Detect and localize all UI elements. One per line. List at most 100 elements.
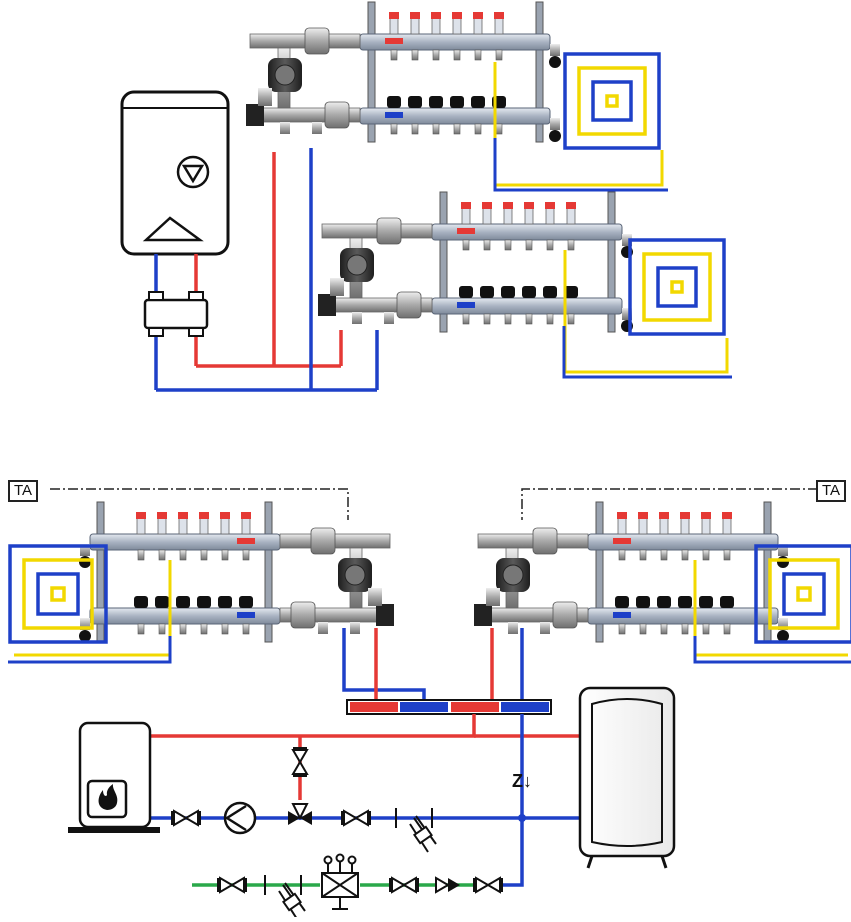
boiler-exchanger-icon: [142, 216, 204, 242]
floor-loop-top-1: [563, 52, 661, 150]
mixing-drain: [332, 897, 348, 910]
floor-loop-bottom-left: [8, 544, 108, 644]
outlet: [660, 623, 668, 635]
outlet: [639, 549, 647, 561]
outlet: [723, 623, 731, 635]
loop-ring: [22, 558, 94, 630]
drain-knob: [549, 130, 561, 142]
outlet: [504, 313, 512, 325]
three-way-valve-icon: [288, 803, 312, 825]
outlet: [462, 239, 470, 251]
solid-fuel-boiler: [68, 721, 160, 833]
loop-connection: [563, 250, 729, 374]
stub: [312, 122, 322, 134]
stub: [384, 312, 394, 324]
pump-circle: [223, 801, 257, 835]
outlet: [660, 549, 668, 561]
stub: [540, 622, 550, 634]
distribution-pipes: [342, 628, 524, 700]
loop-ring: [563, 52, 661, 150]
outlet: [411, 123, 419, 135]
union: [290, 601, 316, 629]
loop-ring: [605, 94, 619, 108]
flow-meter-cap: [220, 512, 230, 519]
actuator-cap: [636, 596, 650, 608]
thermostat-left: TA: [8, 480, 39, 502]
thermostat-right: TA: [816, 480, 847, 502]
pump-rotor: [346, 254, 368, 276]
return-tag: [237, 612, 255, 618]
strainer-cap: [413, 825, 433, 845]
flow-meter-cap: [566, 202, 576, 209]
outlet: [432, 123, 440, 135]
actuator-cap: [615, 596, 629, 608]
outlet: [242, 549, 250, 561]
actuator-cap: [197, 596, 211, 608]
drain: [550, 118, 560, 130]
union: [396, 291, 422, 319]
mixing-sensor-head: [323, 855, 333, 865]
outlet: [200, 623, 208, 635]
supply-tag: [613, 538, 631, 544]
flow-meter-cap: [473, 12, 483, 19]
outlet: [137, 549, 145, 561]
valve-body: [435, 876, 450, 894]
thermostat-wiring: [50, 488, 818, 520]
supply-tag: [385, 38, 403, 44]
actuator-cap: [678, 596, 692, 608]
flow-meter-cap: [389, 12, 399, 19]
valve-return-2: [341, 809, 371, 827]
outlet: [567, 239, 575, 251]
loop-connection: [8, 636, 172, 664]
stub: [508, 622, 518, 634]
boiler-pipes: [154, 148, 379, 392]
flow-meter-cap: [482, 202, 492, 209]
vent-knob: [777, 556, 789, 568]
thermostatic-head: [532, 527, 558, 555]
pump-flange: [486, 588, 500, 606]
loop-ring: [577, 66, 647, 136]
air-vent: [80, 544, 90, 556]
bracket: [367, 1, 376, 143]
valve-body: [343, 809, 369, 827]
actuator-cap: [471, 96, 485, 108]
loop-ring: [50, 586, 66, 602]
actuator-cap: [564, 286, 578, 298]
vent-knob: [79, 556, 91, 568]
flow-meter-cap: [157, 512, 167, 519]
outlet: [495, 123, 503, 135]
supply-tag: [237, 538, 255, 544]
outlet: [474, 123, 482, 135]
mixing-cross: [321, 872, 359, 898]
outlet: [546, 313, 554, 325]
strainer-return: [395, 808, 437, 853]
flow-meter-cap: [524, 202, 534, 209]
loop-connection: [693, 636, 851, 664]
boiler-pump-icon: [176, 155, 210, 189]
supply-tag: [457, 228, 475, 234]
flow-meter-cap: [199, 512, 209, 519]
mixing-valve-icon: [321, 853, 359, 910]
drain: [778, 618, 788, 630]
actuator-cap: [176, 596, 190, 608]
flow-meter-cap: [617, 512, 627, 519]
pump-flange: [368, 588, 382, 606]
floor-loop-top-2: [628, 238, 726, 336]
mixing-sensor-head: [347, 855, 357, 865]
flow-meter-cap: [241, 512, 251, 519]
outlet: [681, 549, 689, 561]
bracket: [439, 191, 448, 333]
actuator-cap: [218, 596, 232, 608]
bracket: [595, 501, 604, 643]
stub: [350, 622, 360, 634]
loop-ring: [754, 544, 851, 644]
pump-rotor: [274, 64, 296, 86]
bracket: [535, 1, 544, 143]
strainer-cold: [264, 875, 306, 920]
outlet: [639, 623, 647, 635]
return-tag: [385, 112, 403, 118]
loop-ring: [670, 280, 684, 294]
flame-icon: [98, 784, 118, 810]
thermostat-left-label: TA: [14, 482, 33, 499]
